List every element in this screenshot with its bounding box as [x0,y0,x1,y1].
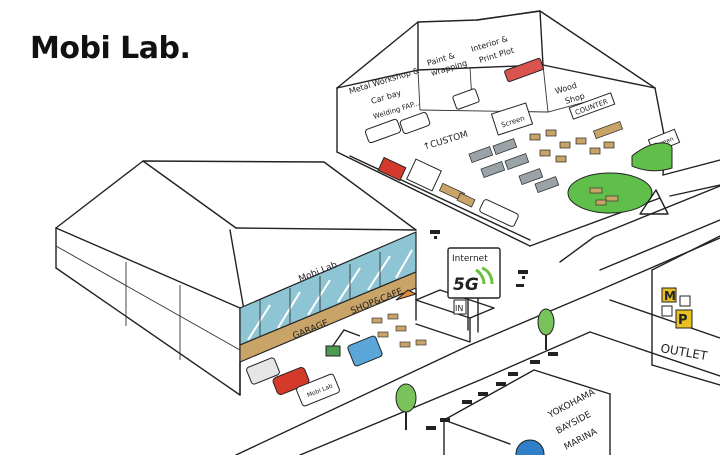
counter [568,92,616,120]
road-vehicles [426,352,558,430]
garage-vehicles: Mobi Lab [246,329,383,407]
outlet-p-letter: P [678,313,688,328]
5g-label: 5G [453,275,479,295]
workshop-building: Screen Screen COUNTER [336,10,681,247]
outlet-m-letter: M [664,289,676,303]
car-bay-label: Car bay [370,88,403,106]
workshop-furniture [438,138,560,208]
screen-panel [490,102,534,136]
workshop-vehicles [364,57,544,227]
drone-icons [430,230,528,287]
marina-building: YOKOHAMA BAYSIDE MARINA [443,369,611,460]
page-title: Mobi Lab. [30,31,191,66]
lawn-2 [631,142,673,172]
garage-building: GARAGE SHOP&CAFE Mobi Lab Mobi Lab IN [55,160,495,407]
tree-icons [395,308,555,430]
internet-label: Internet [452,254,488,264]
glass-glare [247,249,413,341]
tent-icon [639,189,669,215]
signal-icon [481,266,494,285]
outlet-building: M P OUTLET [651,235,720,386]
in-sign-box [453,299,467,315]
cafe-tables [529,121,623,163]
custom-label: ↑CUSTOM [422,130,469,153]
in-sign: IN [455,304,463,313]
outlet-logo-p [675,309,693,329]
umbrella-icon [395,289,418,301]
outlet-label: OUTLET [659,341,709,363]
outdoor-seating [371,313,427,348]
lawn [567,172,653,214]
internet-5g-sign: Internet 5G [447,247,501,333]
outlet-logo-m [661,287,677,303]
road-network [235,159,720,456]
marina-logo-icon [515,439,545,460]
